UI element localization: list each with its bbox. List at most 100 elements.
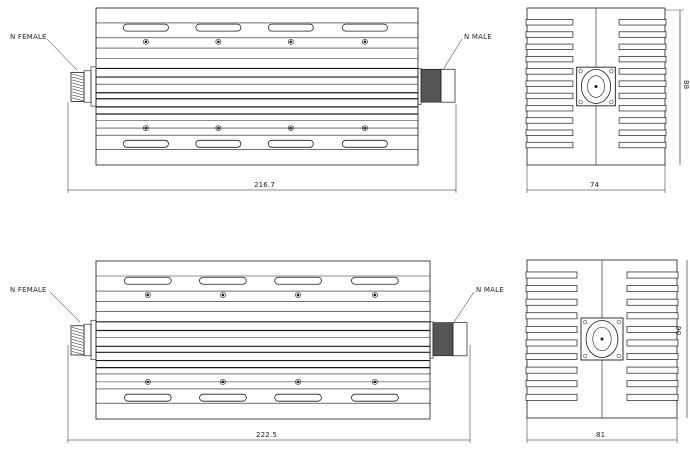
screw-icon — [144, 378, 151, 385]
mounting-slot — [341, 139, 388, 148]
fin-slot — [525, 68, 574, 75]
screw-icon — [220, 292, 226, 298]
fin-slot — [618, 56, 667, 63]
connector-outer — [585, 320, 619, 358]
connector-outer — [580, 69, 612, 104]
screw-center — [289, 126, 293, 130]
connector-inner — [587, 75, 605, 98]
female-body — [83, 70, 92, 103]
dimension-length-2: 222.5 — [256, 431, 278, 439]
fin-slot — [618, 92, 667, 100]
fin-slot — [525, 92, 574, 100]
screw-center — [144, 126, 148, 130]
mounting-slot — [351, 393, 399, 402]
mounting-slot — [123, 393, 172, 402]
dimension-width-1: 74 — [590, 181, 600, 189]
screw-center — [144, 40, 148, 44]
fin-slot — [525, 105, 574, 112]
thread-line — [71, 88, 84, 93]
screw-icon — [371, 292, 378, 298]
thread-line — [71, 339, 84, 343]
fin-slot — [525, 19, 574, 26]
screw-icon — [143, 38, 149, 45]
leader-line — [453, 291, 475, 323]
label-n-female-2: N FEMALE — [10, 286, 47, 294]
center-pin — [594, 85, 598, 88]
fin-slot — [525, 312, 578, 320]
screw-icon — [287, 125, 294, 132]
fin-slot — [525, 353, 578, 360]
screw-center — [363, 126, 367, 130]
mounting-slot — [267, 139, 314, 148]
screw-center — [289, 40, 293, 44]
connector-inner — [592, 326, 612, 352]
fin-slot — [618, 105, 667, 112]
fin-slot — [618, 129, 667, 136]
screw-center — [146, 380, 150, 384]
fin-slot — [618, 43, 667, 50]
thread-line — [71, 327, 84, 331]
thread-line — [71, 94, 84, 99]
mounting-slot — [274, 276, 322, 285]
thread-line — [71, 336, 84, 340]
fin-slot — [525, 339, 578, 347]
fin-slot — [525, 393, 578, 401]
flange-hole-icon — [583, 320, 588, 325]
mounting-slot — [123, 276, 172, 285]
screw-icon — [295, 378, 301, 385]
fin-slot — [618, 141, 667, 149]
screw-icon — [371, 378, 378, 385]
fin-slot — [626, 325, 679, 333]
mounting-slot — [267, 23, 314, 32]
fin-slot — [525, 366, 578, 374]
screw-center — [373, 293, 377, 297]
flange-hole-icon — [578, 99, 583, 105]
thread-line — [71, 82, 84, 87]
n-male-connector — [432, 322, 454, 357]
label-n-male-1: N MALE — [464, 33, 492, 41]
flange-hole-icon — [609, 68, 614, 74]
n-female-connector — [70, 71, 85, 102]
screw-center — [296, 380, 300, 384]
thread-line — [71, 333, 84, 337]
screw-icon — [361, 125, 368, 132]
fin-slot — [618, 68, 667, 75]
fin-slot — [525, 325, 578, 333]
screw-icon — [215, 125, 222, 132]
thread-line — [71, 342, 84, 346]
flange-hole-icon — [609, 99, 614, 105]
fin-slot — [525, 56, 574, 63]
leader-line — [442, 38, 463, 71]
fin-slot — [626, 271, 679, 279]
thread-line — [71, 348, 84, 352]
screw-icon — [215, 38, 222, 45]
screw-center — [221, 380, 225, 384]
body-outline — [95, 260, 431, 420]
male-body — [440, 68, 456, 103]
fin-slot — [525, 141, 574, 149]
fin-slot — [626, 312, 679, 320]
male-flange — [417, 68, 422, 105]
leader-line — [46, 38, 78, 71]
thread-line — [71, 97, 84, 102]
dimension-height-2: 90 — [674, 326, 682, 336]
fin-slot — [618, 31, 667, 38]
thread-line — [71, 76, 84, 81]
female-flange — [90, 66, 97, 107]
leader-line — [49, 291, 81, 323]
female-flange — [90, 319, 97, 361]
screw-icon — [295, 292, 301, 298]
male-flange — [429, 321, 434, 359]
fin-slot — [626, 366, 679, 374]
fin-slot — [626, 380, 679, 388]
flange-hole-icon — [616, 320, 621, 325]
fin-slot — [525, 80, 574, 87]
flange-hole-icon — [616, 353, 621, 358]
thread-line — [71, 330, 84, 334]
screw-center — [373, 380, 377, 384]
screw-center — [217, 40, 220, 44]
fin-slot — [618, 117, 667, 124]
fin-slot — [626, 339, 679, 347]
fin-slot — [525, 298, 578, 306]
